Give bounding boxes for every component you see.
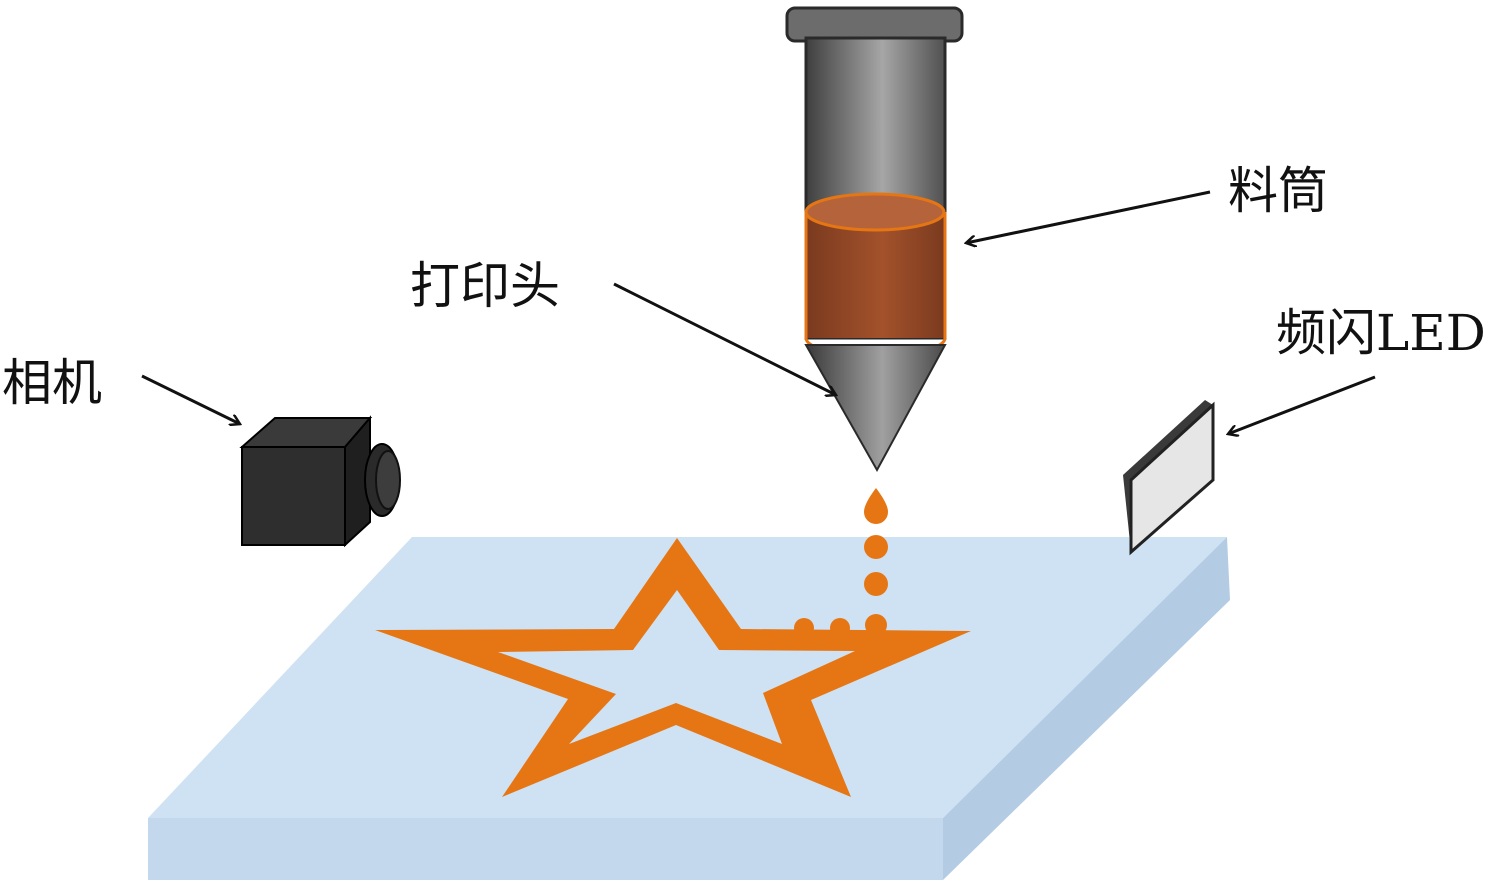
label-camera: 相机 [2,354,102,412]
barrel-fluid-sides [804,212,947,338]
label-print-head: 打印头 [410,257,560,315]
camera-lens [375,450,401,510]
led-panel-icon [1123,400,1215,556]
camera-body [241,446,346,546]
syringe-barrel-icon [785,6,964,473]
arrow-led [1228,375,1376,434]
platform-front [148,818,943,880]
droplet-icon [864,488,888,524]
arrow-barrel [966,190,1211,243]
led-panel-face [1129,401,1215,556]
droplet-icon [864,572,888,596]
barrel-fluid [806,212,945,338]
label-barrel: 料筒 [1228,162,1328,220]
leader-arrows [141,190,1376,434]
camera-icon [239,415,401,548]
droplet-icon [794,618,814,638]
deposited-droplets [794,614,887,638]
falling-droplets [864,488,888,596]
nozzle-tip [804,344,947,473]
arrow-print-head [613,282,836,395]
star-inner [498,590,855,744]
label-strobe-led: 频闪LED [1276,304,1486,362]
droplet-icon [865,614,887,636]
barrel-fluid-surface [804,192,946,232]
barrel-cap [785,6,964,43]
arrow-camera [141,374,240,424]
droplet-icon [864,535,888,559]
droplet-icon [830,618,850,638]
platform-right-side [943,537,1230,880]
